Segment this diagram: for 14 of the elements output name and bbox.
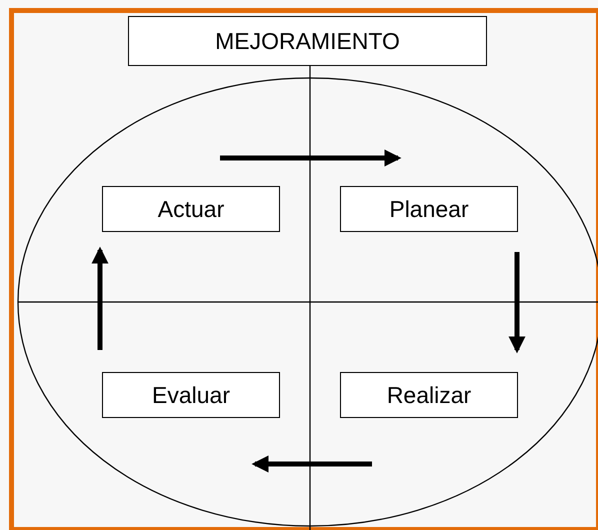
box-label: Planear — [389, 198, 469, 220]
arrow — [508, 252, 526, 354]
box-label: MEJORAMIENTO — [215, 30, 400, 52]
box-label: Evaluar — [152, 384, 230, 406]
stage-box — [340, 186, 518, 232]
box-label: Realizar — [386, 384, 472, 406]
arrow — [220, 150, 402, 166]
box-label: Actuar — [158, 198, 224, 220]
stage-box — [340, 372, 518, 418]
stage-box — [102, 372, 280, 418]
stage-box — [102, 186, 280, 232]
arrow — [252, 456, 372, 472]
title-box — [128, 16, 487, 66]
arrow — [92, 246, 108, 350]
